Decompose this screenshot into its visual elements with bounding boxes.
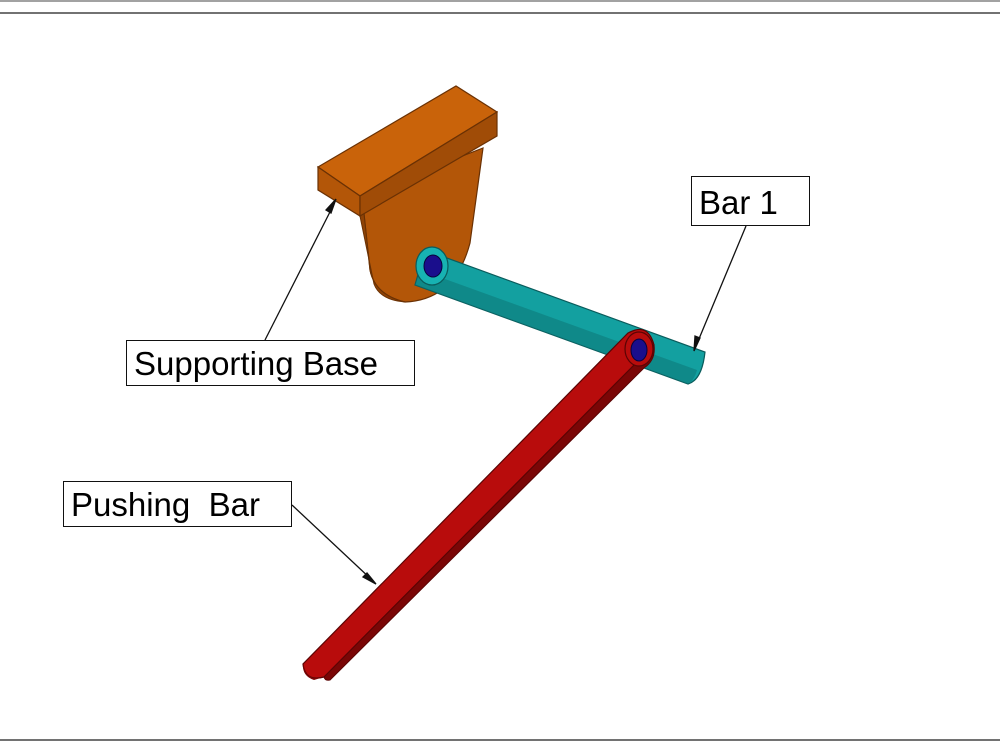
- label-supporting-base: Supporting Base: [126, 340, 415, 386]
- pushing-bar: [302, 328, 655, 681]
- leader-bar1-arrow: [693, 335, 701, 352]
- pushing-bar-pin: [630, 338, 648, 362]
- leader-lines: [264, 198, 747, 585]
- bar-1: [414, 246, 706, 385]
- pushing-bar-side: [323, 343, 655, 681]
- leader-pushing-bar: [291, 504, 373, 581]
- leader-supporting-base-arrow: [324, 198, 337, 214]
- bar1-pin-top: [423, 254, 443, 278]
- leader-supporting-base: [264, 203, 335, 341]
- leader-bar1: [695, 225, 747, 347]
- bar1-shade: [415, 270, 697, 384]
- label-pushing-bar: Pushing Bar: [63, 481, 292, 527]
- pushing-bar-edge: [302, 664, 324, 680]
- label-bar-1: Bar 1: [691, 176, 810, 226]
- base-right-face: [359, 110, 498, 218]
- leader-pushing-bar-arrow: [361, 572, 377, 585]
